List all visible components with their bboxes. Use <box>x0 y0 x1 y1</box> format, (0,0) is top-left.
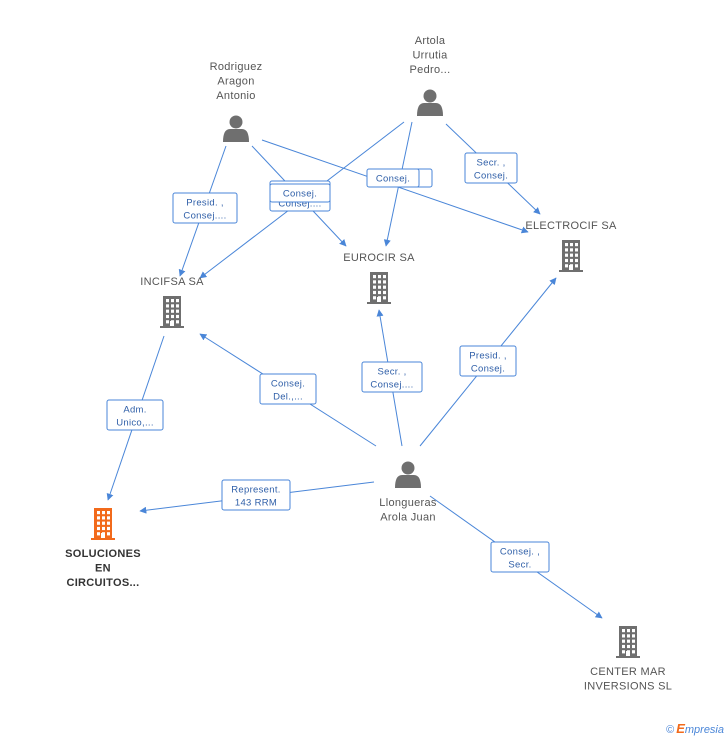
edge-label-llo-eurocir[interactable]: Secr. , Consej.... <box>361 361 423 393</box>
edge-label-box[interactable] <box>172 192 238 224</box>
node-label: Arola Juan <box>380 512 436 524</box>
building-icon[interactable] <box>367 272 391 304</box>
edge-label-art-electrocif[interactable]: Secr. , Consej. <box>464 152 518 184</box>
node-label: Urrutia <box>412 50 448 62</box>
node-eurocir[interactable]: EUROCIR SA <box>343 252 415 304</box>
building-icon[interactable] <box>559 240 583 272</box>
edge-label-box[interactable] <box>269 183 331 203</box>
edge-label-text: Presid. , <box>469 351 507 362</box>
person-icon[interactable] <box>395 461 421 489</box>
edge-labels-layer: Presid. ,Consej....Consej.Consej....Cons… <box>106 152 550 573</box>
edge-label-text: Consej. <box>376 174 410 185</box>
node-label: ELECTROCIF SA <box>525 220 617 232</box>
edge-label-text: 143 RRM <box>235 498 277 509</box>
edge-label-text: Secr. <box>508 560 531 571</box>
node-label: SOLUCIONES <box>65 548 141 560</box>
edge-label-art-eurocir[interactable]: Consej. <box>366 168 420 188</box>
edge-label-box[interactable] <box>361 361 423 393</box>
edge-label-text: Presid. , <box>186 198 224 209</box>
edge-label-box[interactable] <box>464 152 518 184</box>
building-icon[interactable] <box>160 296 184 328</box>
edge-label-text: Secr. , <box>377 367 406 378</box>
edge-label-box[interactable] <box>490 541 550 573</box>
node-label: INCIFSA SA <box>140 276 204 288</box>
node-label: INVERSIONS SL <box>584 681 672 693</box>
edge-label-text: Consej.... <box>370 380 413 391</box>
node-electrocif[interactable]: ELECTROCIF SA <box>525 220 617 272</box>
node-label: Pedro... <box>410 64 451 76</box>
person-icon[interactable] <box>417 89 443 117</box>
node-label: Artola <box>415 35 446 47</box>
edge-label-box[interactable] <box>459 345 517 377</box>
node-label: Rodriguez <box>210 61 263 73</box>
edge-label-text: Consej.... <box>183 211 226 222</box>
brand-footer: ©Empresia <box>666 721 724 736</box>
node-label: CENTER MAR <box>590 666 666 678</box>
node-label: Antonio <box>216 90 255 102</box>
brand-initial: E <box>676 721 685 736</box>
node-label: Aragon <box>217 76 254 88</box>
edge-label-llo-electrocif[interactable]: Presid. , Consej. <box>459 345 517 377</box>
node-centermar[interactable]: CENTER MAR INVERSIONS SL <box>584 626 672 693</box>
edge-label-box[interactable] <box>221 479 291 511</box>
edge-label-incifsa-soluciones[interactable]: Adm. Unico,... <box>106 399 164 431</box>
edge-label-text: Consej. <box>283 189 317 200</box>
node-artola[interactable]: ArtolaUrrutiaPedro... <box>410 35 451 116</box>
node-label: EUROCIR SA <box>343 252 415 264</box>
edge-label-text: Unico,... <box>116 418 154 429</box>
edge-label-text: Consej. <box>474 171 508 182</box>
edge-label-llo-incifsa[interactable]: Consej. Del.,... <box>259 373 317 405</box>
copyright-symbol: © <box>666 724 675 736</box>
node-label: Llongueras <box>379 497 437 509</box>
node-label: CIRCUITOS... <box>66 577 139 589</box>
edge-label-llo-soluciones[interactable]: Represent. 143 RRM <box>221 479 291 511</box>
edge-label-text: Consej. <box>471 364 505 375</box>
node-label: EN <box>95 563 111 575</box>
edge-label-text: Consej. , <box>500 547 540 558</box>
edge-label-llo-centermar[interactable]: Consej. , Secr. <box>490 541 550 573</box>
node-incifsa[interactable]: INCIFSA SA <box>140 276 204 328</box>
edge-label-box[interactable] <box>259 373 317 405</box>
edge-label-text: Consej.... <box>278 199 321 210</box>
edge-label-text: Adm. <box>123 405 146 416</box>
edge-label-text: Consej. <box>271 379 305 390</box>
brand-name: mpresia <box>684 724 724 736</box>
node-soluciones[interactable]: SOLUCIONES EN CIRCUITOS... <box>65 508 141 589</box>
person-icon[interactable] <box>223 115 249 143</box>
edge-label-box[interactable] <box>106 399 164 431</box>
building-icon[interactable] <box>616 626 640 658</box>
edge-label-text: Del.,... <box>273 392 303 403</box>
edge-label-text: Secr. , <box>476 158 505 169</box>
edge-label-art-incifsa[interactable]: Consej. <box>269 183 331 203</box>
building-icon[interactable] <box>91 508 115 540</box>
edge-label-rod-incifsa[interactable]: Presid. , Consej.... <box>172 192 238 224</box>
edge-label-box[interactable] <box>366 168 420 188</box>
edge-label-text: Represent. <box>231 485 280 496</box>
